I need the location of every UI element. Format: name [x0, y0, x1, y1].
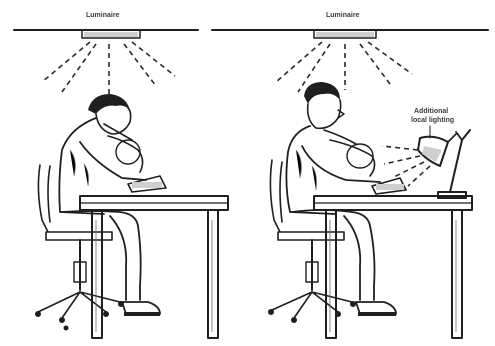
right-luminaire-label: Luminaire: [326, 12, 360, 19]
right-luminaire-fixture: [314, 30, 376, 38]
additional-lighting-label-line2: local lighting: [411, 117, 454, 124]
additional-lighting-label-line1: Additional: [414, 108, 448, 115]
left-light-rays: [42, 42, 175, 94]
left-chair: [35, 165, 124, 331]
right-worker-figure: [286, 82, 406, 316]
right-light-rays: [276, 42, 412, 92]
right-panel: Luminaire Additional local lighting: [212, 12, 488, 338]
left-panel: Luminaire: [14, 12, 228, 338]
left-worker-figure: [59, 94, 166, 316]
left-luminaire-label: Luminaire: [86, 12, 120, 19]
desk-lamp: [418, 130, 470, 198]
right-chair: [268, 160, 356, 323]
left-luminaire-fixture: [82, 30, 140, 38]
left-desk: [80, 196, 228, 338]
